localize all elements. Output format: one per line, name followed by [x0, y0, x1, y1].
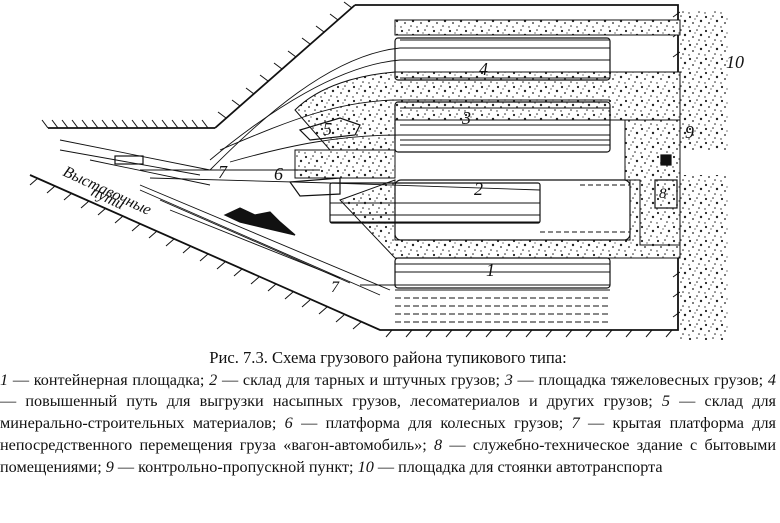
- label-8: 8: [659, 186, 667, 202]
- caption-item: 10 — площадка для стоянки автотранспорта: [357, 457, 663, 476]
- track-number-labels: 1 2 3 4 5 6 7 8 9 10 7: [218, 52, 744, 296]
- label-7-lower: 7: [331, 279, 340, 296]
- caption-item: 3 — площадка тяжеловесных грузов;: [504, 370, 768, 389]
- gravel-areas: [294, 10, 728, 340]
- label-1: 1: [486, 260, 495, 280]
- label-10: 10: [726, 52, 744, 72]
- label-5: 5: [323, 119, 332, 139]
- warehouse-outlines: [114, 37, 678, 289]
- caption-item: 8 — служебно-техническое здание с бытовы…: [0, 435, 776, 476]
- freight-area-diagram: 1 2 3 4 5 6 7 8 9 10 7 Выставочные пути: [29, 1, 744, 340]
- service-building-8: [654, 179, 678, 209]
- caption-item: 6 — платформа для колесных грузов;: [284, 414, 572, 433]
- label-2: 2: [474, 179, 483, 199]
- label-9: 9: [685, 122, 694, 142]
- checkpoint-9: [660, 154, 672, 166]
- caption-item: 4 — повышенный путь для выгрузки насыпны…: [0, 370, 776, 411]
- boundary-fence: [29, 1, 681, 338]
- caption-title: Рис. 7.3. Схема грузового района тупиков…: [209, 348, 567, 367]
- caption-item: 1 — контейнерная площадка;: [0, 370, 210, 389]
- caption-item: 2 — склад для тарных и штучных грузов;: [209, 370, 505, 389]
- railway-tracks: [59, 39, 630, 323]
- label-7: 7: [218, 162, 228, 182]
- label-4: 4: [479, 59, 488, 79]
- caption-item: 9 — контрольно-пропускной пункт;: [105, 457, 358, 476]
- caption-item: 5 — склад для минерально-строительных ма…: [0, 392, 777, 433]
- caption-item: 7 — крытая платформа для непосредственно…: [0, 414, 776, 454]
- exhibition-wagon: [114, 155, 144, 165]
- figure-caption: Рис. 7.3. Схема грузового района тупиков…: [0, 347, 776, 478]
- label-3: 3: [461, 108, 471, 128]
- label-6: 6: [274, 164, 283, 184]
